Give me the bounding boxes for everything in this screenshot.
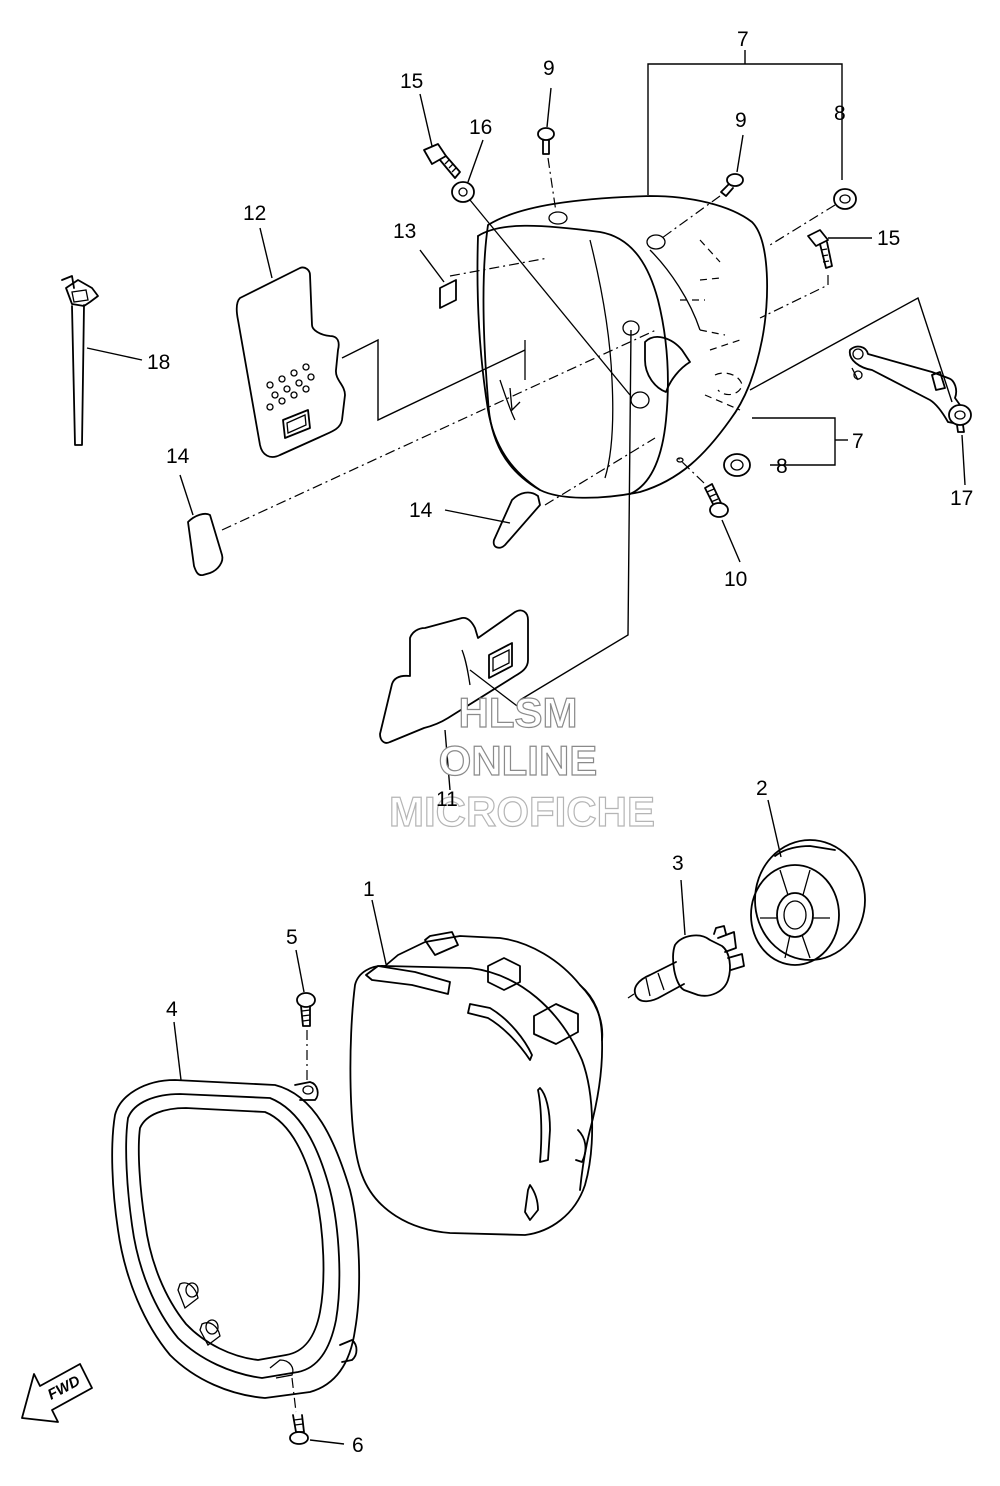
callout-7-upper: 7 [737,28,749,51]
fwd-arrow-icon: FWD [21,1363,93,1423]
bracket-7-upper [647,50,843,195]
watermark-line-1: HLSM [459,689,578,736]
reflector-14-left [179,329,657,577]
socket-cover-2 [750,799,866,966]
gasket-11 [379,329,632,791]
callout-11: 11 [436,788,458,811]
screw-6 [289,1377,345,1445]
callout-2: 2 [756,777,768,800]
cable-tie-18 [61,275,143,446]
washer-16 [451,139,631,396]
callout-1: 1 [363,878,375,901]
headlight-housing [476,195,769,499]
callout-12: 12 [243,202,266,225]
callout-18: 18 [147,351,170,374]
reflector-14-right [444,437,656,549]
callout-9-right: 9 [735,109,747,132]
screw-10 [676,457,741,563]
callout-16: 16 [469,116,492,139]
callout-13: 13 [393,220,416,243]
callout-14-left: 14 [166,445,190,468]
callout-17: 17 [950,487,973,510]
callout-3: 3 [672,852,684,875]
callout-8-upper: 8 [834,102,846,125]
screw-9-left [537,87,557,213]
callout-7-lower: 7 [852,430,864,453]
bulb-3 [627,879,745,1003]
label-13 [419,249,549,309]
watermark-line-2: ONLINE [439,737,598,784]
grommet-8-lower [723,453,751,477]
watermark: HLSM ONLINE MICROFICHE [388,688,655,835]
callout-15-right: 15 [877,227,900,250]
screw-5 [295,949,316,1080]
callout-5: 5 [286,926,298,949]
grommet-8-upper [769,188,857,246]
stay-17 [749,296,972,486]
headlight-rim-4 [111,1021,361,1399]
watermark-line-3: MICROFICHE [389,788,655,835]
bolt-15-left [419,93,461,179]
callout-numbers: 1 2 3 4 5 6 7 7 8 8 9 9 10 11 12 13 14 1… [147,28,973,1457]
callout-14-right: 14 [409,499,433,522]
callout-4: 4 [166,998,178,1021]
screw-9-right [661,134,744,239]
callout-10: 10 [724,568,747,591]
headlight-unit-1 [349,899,604,1236]
bolt-15-right [759,229,872,319]
callout-8-lower: 8 [776,455,788,478]
bracket-7-lower [752,417,848,466]
callout-6: 6 [352,1434,364,1457]
cover-plate-12 [235,227,526,458]
callout-15-left: 15 [400,70,423,93]
callout-9-left: 9 [543,57,555,80]
